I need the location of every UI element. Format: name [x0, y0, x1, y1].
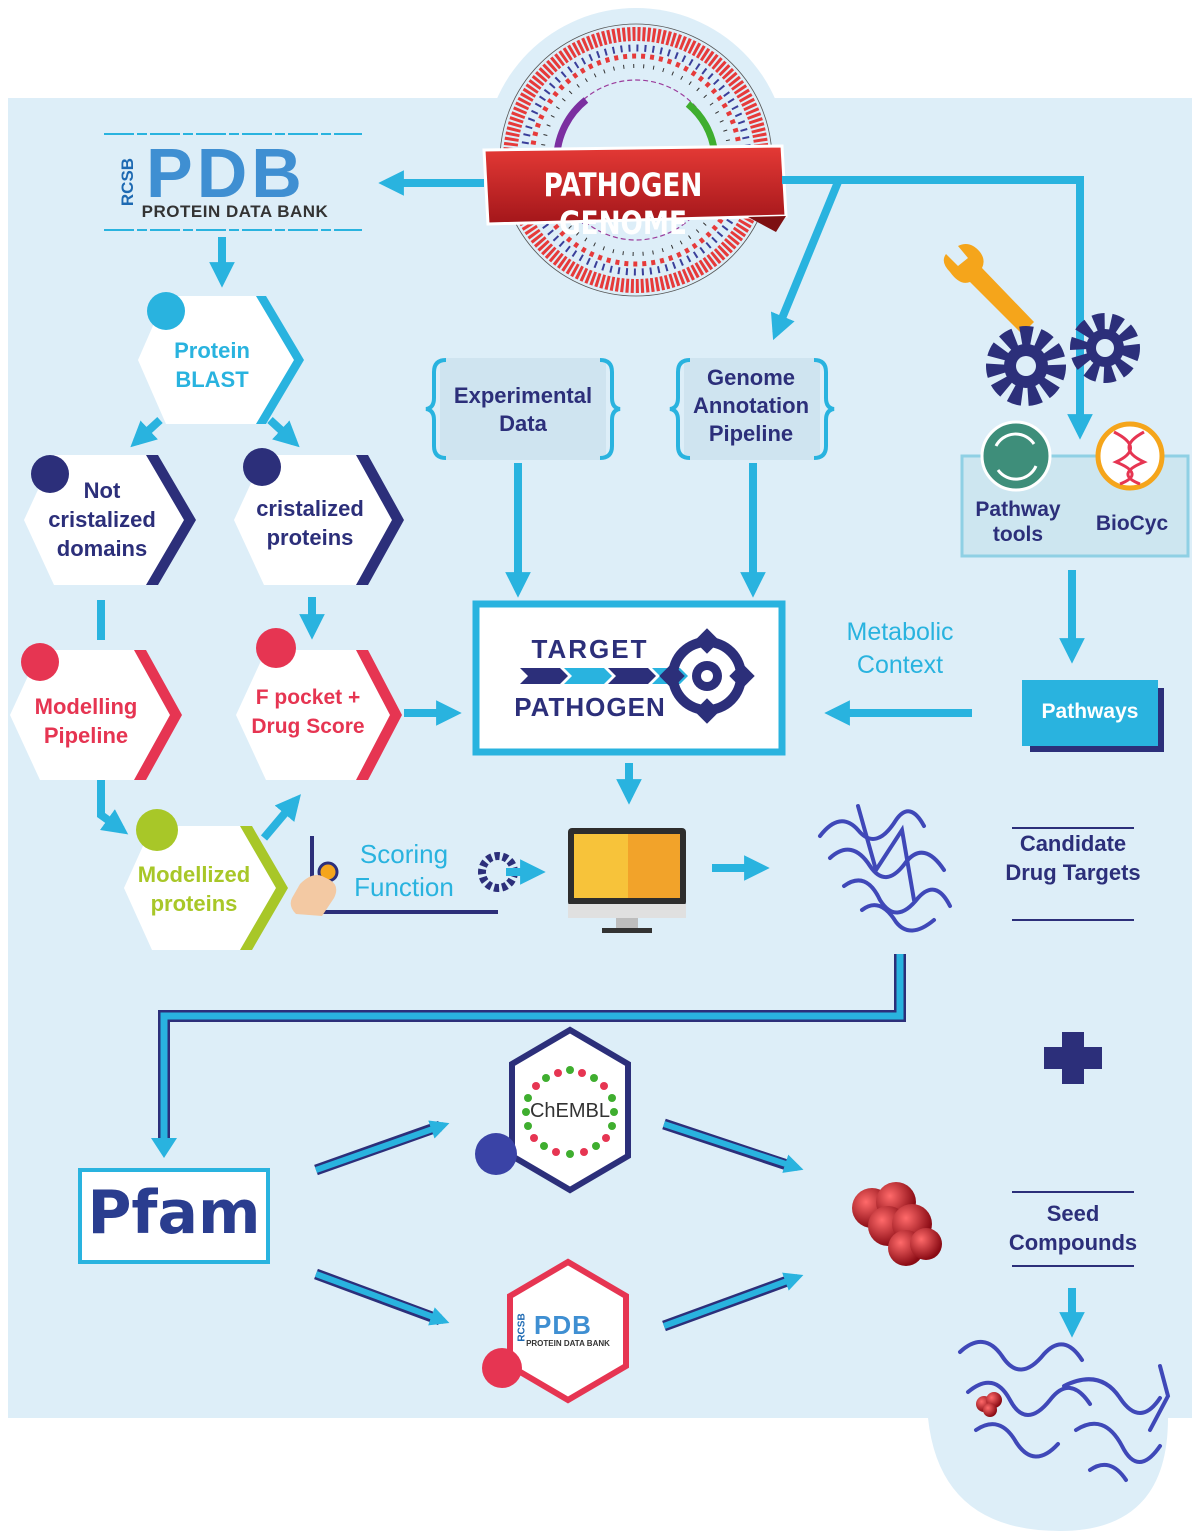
fpocket-dot: [256, 628, 296, 668]
not-cristalized-dot: [31, 455, 69, 493]
elbow-connector: [151, 954, 906, 1158]
protein-blast-hex-edge: [256, 296, 304, 424]
pdb-small-brand: PDB: [534, 1310, 592, 1340]
metabolic-context-label: Metabolic Context: [846, 618, 954, 679]
protein-blast-label: Protein BLAST: [174, 338, 250, 392]
chembl-ring: [522, 1066, 618, 1158]
wrench-icon: [943, 244, 1034, 334]
pdb-subtitle-text: PROTEIN DATA BANK: [141, 202, 329, 221]
brace-boxes: [425, 358, 835, 460]
protein-blast-dot: [147, 292, 185, 330]
pdb-brand-text: PDB: [146, 134, 306, 212]
modelling-label: Modelling Pipeline: [34, 694, 138, 748]
pdb-logo-top: [104, 133, 362, 231]
pathways-box: [1022, 680, 1164, 752]
chembl-hexagon: [475, 1026, 631, 1194]
cristalized-label: cristalized proteins: [256, 496, 364, 550]
scoring-function-label: Scoring Function: [354, 839, 454, 902]
pfam-box: [78, 1168, 270, 1264]
genome-annotation-label: Genome Annotation Pipeline: [692, 365, 810, 446]
pfam-label: Pfam: [87, 1178, 261, 1248]
pdb-small-dot: [482, 1348, 522, 1388]
target-label: TARGET: [531, 634, 649, 664]
seed-compounds-label: Seed Compounds: [1008, 1201, 1138, 1255]
pdb-small-hexagon: [482, 1258, 629, 1404]
biocyc-dna-icon: [1112, 430, 1148, 486]
pathway-tools-label: Pathway tools: [975, 498, 1061, 546]
modellized-dot: [136, 809, 178, 851]
target-pathogen-box: [472, 600, 786, 756]
hexagons: [10, 292, 404, 950]
cristalized-dot: [243, 448, 281, 486]
pathogen-genome-label: PATHOGEN GENOME: [543, 166, 703, 242]
pathway-tools-panel: [960, 420, 1190, 558]
modellized-label: Modellized proteins: [137, 862, 251, 916]
scoring-bracket: [290, 836, 546, 916]
diagonal-arrows: [314, 1118, 804, 1332]
candidate-drug-targets-label: Candidate Drug Targets: [1005, 831, 1141, 885]
protein-structure-icon: [818, 804, 952, 933]
target-crosshair-icon: [659, 628, 755, 724]
seed-molecule-icon: [852, 1182, 942, 1266]
modelling-dot: [21, 643, 59, 681]
pdb-small-subtitle: PROTEIN DATA BANK: [526, 1339, 610, 1348]
hand-pointer-icon: [290, 875, 337, 916]
pathogen-genome-banner: [482, 144, 788, 232]
chembl-dot: [475, 1133, 517, 1175]
chembl-label: ChEMBL: [529, 1100, 611, 1122]
experimental-data-label: Experimental Data: [453, 383, 593, 436]
gears-icon: [986, 313, 1140, 406]
protein-blast-hex: [138, 296, 294, 424]
biocyc-label: BioCyc: [1095, 512, 1169, 535]
not-cristalized-label: Not cristalized domains: [48, 478, 156, 561]
pathways-label: Pathways: [1041, 700, 1139, 723]
fpocket-label: F pocket + Drug Score: [251, 686, 365, 738]
pathogen-label: PATHOGEN: [514, 692, 666, 722]
plus-icon: [1044, 1032, 1102, 1084]
protein-complex-icon: [958, 1340, 1171, 1482]
ligand-icon: [976, 1392, 1002, 1417]
monitor-icon: [568, 828, 686, 933]
